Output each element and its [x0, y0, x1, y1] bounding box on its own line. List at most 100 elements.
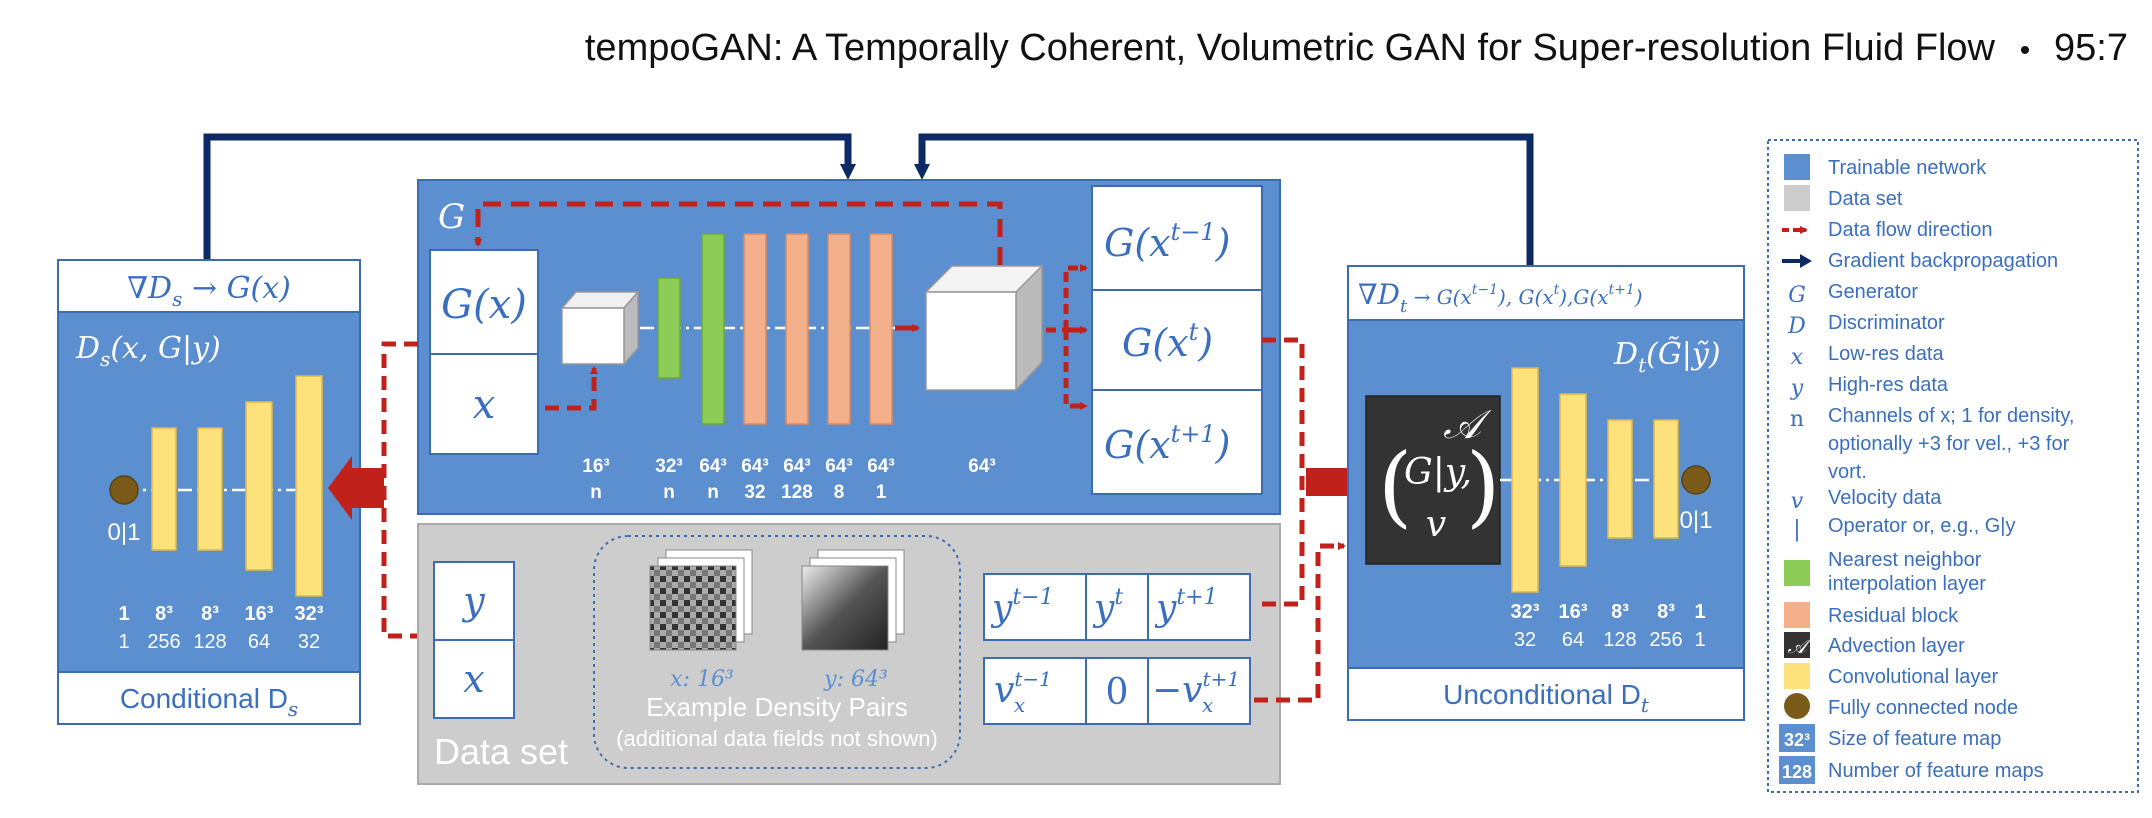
- legend-text-15: Fully connected node: [1828, 697, 2018, 719]
- lowres-sample-image: [649, 549, 753, 651]
- legend-text-10: Operator or, e.g., G|y: [1828, 515, 2016, 537]
- legend-sym-size: 32³: [1784, 730, 1810, 750]
- dt-map-4: 1: [1694, 629, 1705, 651]
- ds-header-box: [57, 259, 361, 313]
- dt-header-box: [1347, 265, 1745, 321]
- dt-fc-node: [1681, 465, 1711, 495]
- dt-map-1: 64: [1562, 629, 1584, 651]
- dt-map-3: 256: [1649, 629, 1682, 651]
- ds-title: Ds(x, G|y): [75, 331, 221, 371]
- y-cur: yt: [1092, 585, 1123, 629]
- dt-output: 0|1: [1680, 507, 1713, 534]
- ds-size-4: 32³: [295, 603, 324, 625]
- big-cube-icon: [924, 264, 1044, 392]
- advection-layer: [1365, 395, 1501, 565]
- legend-sym-d: D: [1787, 314, 1806, 339]
- gen-ch-6: 1: [876, 482, 887, 503]
- dt-title: Dt(G̃|ỹ): [1613, 337, 1721, 377]
- ds-map-3: 64: [248, 631, 270, 653]
- dataset-label: Data set: [434, 731, 568, 772]
- legend-text-6: Low-res data: [1828, 343, 1944, 365]
- gen-ch-2: n: [707, 482, 719, 503]
- gen-size-0: 16³: [582, 456, 609, 477]
- dt-size-2: 8³: [1611, 601, 1629, 623]
- gen-ch-0: n: [590, 482, 602, 503]
- gen-ch-1: n: [663, 482, 675, 503]
- gen-size-3: 64³: [741, 456, 768, 477]
- ds-input-big-arrow: [328, 456, 384, 520]
- legend-text-13: Advection layer: [1828, 635, 1965, 657]
- ds-feed-dashed: [381, 341, 430, 639]
- ds-fc-node: [109, 475, 139, 505]
- gen-ch-5: 8: [834, 482, 845, 503]
- v-zero: 0: [1106, 672, 1129, 713]
- dt-conv-1: [1511, 367, 1539, 593]
- gen-input-x: x: [473, 382, 496, 428]
- ds-conv-1: [151, 427, 177, 551]
- legend-conv-swatch: [1784, 663, 1810, 689]
- v-to-dt-dashed: [1254, 542, 1346, 703]
- ds-size-3: 16³: [245, 603, 274, 625]
- ds-size-1: 8³: [155, 603, 173, 625]
- gen-output-cur: G(xt): [1122, 318, 1213, 365]
- gen-size-2: 64³: [699, 456, 726, 477]
- dataset-x-box: [433, 639, 515, 719]
- legend-sym-y: y: [1790, 376, 1804, 401]
- dt-size-3: 8³: [1657, 601, 1675, 623]
- dataset-x: x: [463, 657, 484, 701]
- gen-input-x-box: [429, 353, 539, 455]
- legend-maps-swatch: [1779, 756, 1815, 784]
- legend-text-0: Trainable network: [1828, 157, 1987, 179]
- advection-line1: G|y,: [1404, 452, 1472, 493]
- gen-output-prev-box: [1091, 185, 1263, 291]
- y-next: yt+1: [1154, 585, 1218, 629]
- highres-caption: y: 64³: [823, 667, 888, 692]
- legend-text-11b: interpolation layer: [1828, 573, 1986, 595]
- dt-header: ∇Dt → G(xt−1), G(xt),G(xt+1): [1358, 278, 1643, 317]
- legend-text-12: Residual block: [1828, 605, 1959, 627]
- ds-captions: 1 8³ 8³ 16³ 32³: [118, 603, 323, 625]
- legend-advection-swatch: [1784, 632, 1810, 658]
- generator-label: G: [438, 197, 465, 237]
- gen-split-arrow-top: [1063, 264, 1088, 330]
- ds-map-1: 256: [147, 631, 180, 653]
- pairs-note: (additional data fields not shown): [616, 726, 938, 751]
- legend-fc-swatch: [1784, 693, 1810, 719]
- legend-trainable-swatch: [1784, 154, 1810, 180]
- dt-size-0: 32³: [1511, 601, 1540, 623]
- legend-swatches: [1779, 154, 1815, 784]
- legend-sym-v: v: [1791, 489, 1804, 514]
- gen-input-arrow: [545, 366, 598, 411]
- dt-map-0: 32: [1514, 629, 1536, 651]
- dt-map-2: 128: [1603, 629, 1636, 651]
- gradient-arrow-right: [914, 133, 1534, 268]
- ds-map-2: 128: [193, 631, 226, 653]
- lowres-caption: x: 16³: [670, 667, 734, 692]
- v-prev-box: [983, 657, 1087, 725]
- v-next-box: [1147, 657, 1251, 725]
- legend-text-4: Generator: [1828, 281, 1918, 303]
- ds-map-0: 1: [118, 631, 129, 653]
- highres-sample-image: [801, 549, 905, 651]
- gen-output-prev: G(xt−1): [1104, 218, 1230, 265]
- page-number: 95:7: [2054, 27, 2128, 69]
- legend-text-2: Data flow direction: [1828, 219, 1993, 241]
- v-zero-box: [1085, 657, 1149, 725]
- nn-interp-layer-1: [657, 277, 681, 379]
- legend-text-8: Channels of x; 1 for density,: [1828, 405, 2074, 427]
- advection-right-paren: ): [1466, 434, 1500, 537]
- ds-size-0: 1: [118, 603, 129, 625]
- legend-text-9: Velocity data: [1828, 487, 1942, 509]
- legend-text-5: Discriminator: [1828, 312, 1945, 334]
- dt-footer-box: [1347, 667, 1745, 721]
- legend-sym-g: G: [1788, 283, 1806, 308]
- pairs-title: Example Density Pairs: [646, 692, 908, 722]
- y-next-box: [1147, 573, 1251, 641]
- dt-conv-2: [1559, 393, 1587, 567]
- gradient-arrow-left: [203, 133, 856, 260]
- gen-size-1: 32³: [655, 456, 682, 477]
- ds-maps: 1 256 128 64 32: [118, 631, 320, 653]
- legend-text-8c: vort.: [1828, 461, 1867, 483]
